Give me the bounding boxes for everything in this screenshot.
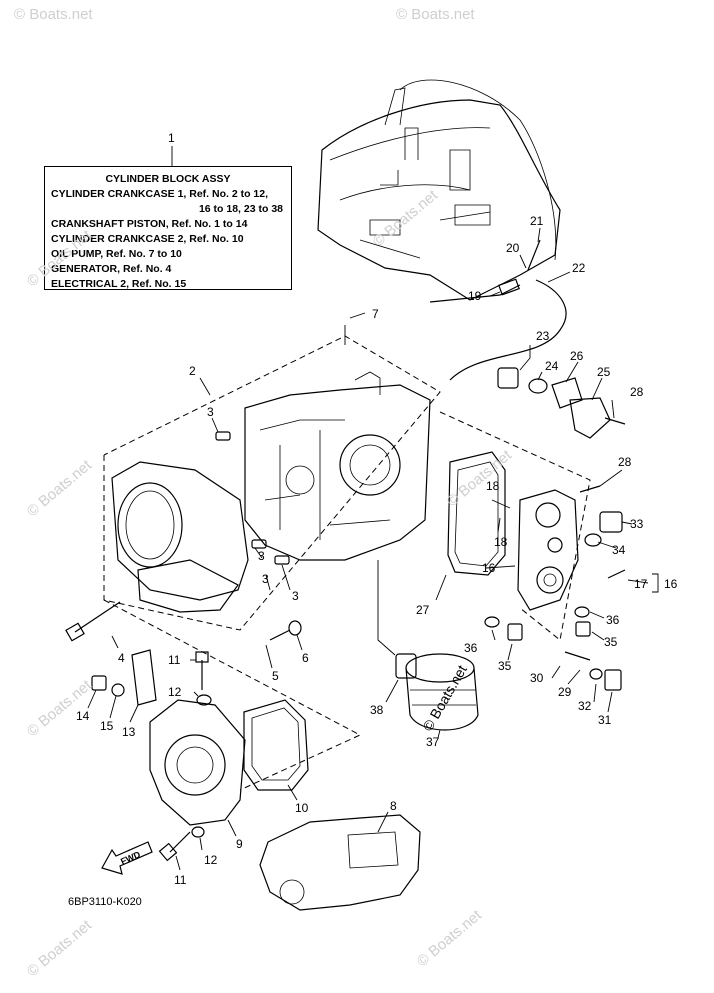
gasket-27 [447,451,506,576]
callout-4: 4 [118,651,125,665]
assembly-line-1: CYLINDER CRANKCASE 1, Ref. No. 2 to 12, [51,188,269,200]
callout-21: 21 [530,214,544,228]
callout-3a: 3 [207,405,214,419]
callout-32: 32 [578,699,592,713]
cover-boundary [439,411,591,641]
callout-24: 24 [545,359,559,373]
callout-28b: 28 [618,455,632,469]
callout-36a: 36 [464,641,478,655]
callout-38: 38 [370,703,384,717]
callout-35a: 35 [498,659,512,673]
assembly-line-3: CRANKSHAFT PISTON, Ref. No. 1 to 14 [51,218,248,230]
assembly-line-4: CYLINDER CRANKCASE 2, Ref. No. 10 [51,233,244,245]
cylinder-block [111,371,431,613]
assembly-title: CYLINDER BLOCK ASSY [105,173,231,185]
callout-34: 34 [612,543,626,557]
fwd-label: FWD [119,849,142,867]
lower-boundary [103,599,362,791]
oil-filter [395,653,479,731]
hose-assembly [429,239,567,381]
callout-25: 25 [597,365,611,379]
callout-31: 31 [598,713,612,727]
callout-23: 23 [536,329,550,343]
callout-labels: 1 2 3 3 3 3 4 5 6 7 8 9 10 11 11 12 12 1… [76,131,678,887]
callout-8: 8 [390,799,397,813]
callout-28a: 28 [630,385,644,399]
callout-11a: 11 [168,653,181,667]
callout-35b: 35 [604,635,618,649]
callout-3c: 3 [262,572,269,586]
oil-pump-cover [149,699,246,826]
callout-2: 2 [189,364,196,378]
assembly-line-7: ELECTRICAL 2, Ref. No. 15 [51,278,187,290]
callout-12a: 12 [168,685,182,699]
callout-26: 26 [570,349,584,363]
callout-9: 9 [236,837,243,851]
leader-lines [87,146,659,871]
callout-22: 22 [572,261,586,275]
assembly-line-2: 16 to 18, 23 to 38 [198,203,283,215]
callout-16a: 16 [482,561,496,575]
callout-37: 37 [426,735,440,749]
diagram-code: 6BP3110-K020 [68,896,142,908]
callout-10: 10 [295,801,309,815]
plugs-right [484,511,626,691]
callout-3d: 3 [292,589,299,603]
assembly-line-6: GENERATOR, Ref. No. 4 [51,263,172,275]
assembly-reference-box: CYLINDER BLOCK ASSY CYLINDER CRANKCASE 1… [44,166,292,290]
assembly-boundary [103,335,441,631]
gasket-8 [259,814,421,911]
callout-5: 5 [272,669,279,683]
dowel-pins [215,431,290,565]
callout-18a: 18 [486,479,500,493]
watermark-2: © Boats.net [396,6,475,23]
callout-11b: 11 [174,873,187,887]
thermostat-group [497,367,626,493]
engine-housing [317,79,561,301]
gasket-10 [243,699,309,791]
callout-27: 27 [416,603,430,617]
callout-7: 7 [372,307,379,321]
callout-12b: 12 [204,853,218,867]
callout-33: 33 [630,517,644,531]
bolts-left [65,601,302,706]
callout-36b: 36 [606,613,620,627]
bolts-bottom [158,826,205,862]
callout-15: 15 [100,719,114,733]
oil-pressure-cover [517,489,579,611]
callout-16b: 16 [664,577,678,591]
callout-19: 19 [468,289,482,303]
watermark-1: © Boats.net [14,6,93,23]
callout-29: 29 [558,685,572,699]
callout-14: 14 [76,709,90,723]
callout-17: 17 [634,577,648,591]
fwd-arrow [101,841,153,875]
callout-20: 20 [506,241,520,255]
callout-13: 13 [122,725,136,739]
callout-3b: 3 [258,549,265,563]
callout-1: 1 [168,131,175,145]
callout-18b: 18 [494,535,508,549]
callout-6: 6 [302,651,309,665]
assembly-line-5: OIL PUMP, Ref. No. 7 to 10 [51,248,182,260]
callout-30: 30 [530,671,544,685]
